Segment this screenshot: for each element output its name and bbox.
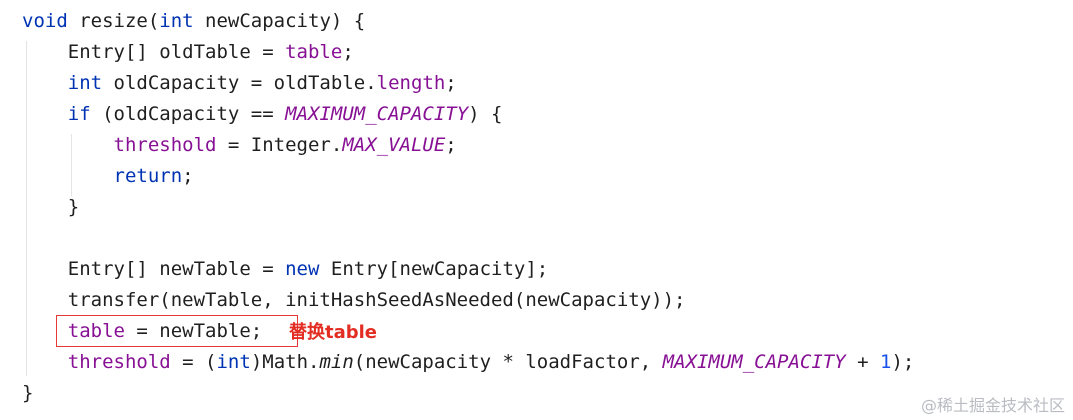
field: threshold — [113, 134, 217, 156]
code-line-2: Entry[] oldTable = table; — [22, 41, 354, 63]
keyword: return — [113, 165, 183, 187]
keyword: int — [67, 72, 103, 94]
field: table — [285, 41, 343, 63]
code-line-12: threshold = (int)Math.min(newCapacity * … — [67, 351, 915, 373]
code-line-13: } — [22, 382, 34, 404]
code-line-10: transfer(newTable, initHashSeedAsNeeded(… — [22, 289, 686, 311]
code-line-7: } — [22, 196, 80, 218]
keyword: if — [67, 103, 91, 125]
keyword: new — [285, 258, 320, 280]
keyword: void — [22, 10, 68, 32]
constant: MAXIMUM_CAPACITY — [662, 351, 846, 373]
field: threshold — [67, 351, 171, 373]
code-line-4: if (oldCapacity == MAXIMUM_CAPACITY) { — [67, 103, 503, 125]
watermark: @稀土掘金技术社区 — [920, 396, 1065, 415]
keyword: int — [216, 351, 251, 373]
code-line-5: threshold = Integer.MAX_VALUE; — [113, 134, 457, 156]
code-line-8 — [22, 223, 1073, 254]
method-static: min — [319, 351, 354, 373]
code-area[interactable]: void resize(int newCapacity) { Entry[] o… — [22, 6, 1073, 409]
field: table — [67, 320, 125, 342]
field: length — [376, 72, 446, 94]
code-line-3: int oldCapacity = oldTable.length; — [67, 72, 457, 94]
code-line-6: return; — [113, 165, 194, 187]
constant: MAX_VALUE — [342, 134, 446, 156]
constant: MAXIMUM_CAPACITY — [285, 103, 469, 125]
indent-guide — [71, 134, 72, 196]
highlight-box — [56, 315, 298, 347]
code-line-9: Entry[] newTable = new Entry[newCapacity… — [22, 258, 549, 280]
indent-guide — [26, 41, 27, 376]
keyword: int — [159, 10, 194, 32]
code-line-11: table = newTable; — [67, 320, 263, 342]
number-literal: 1 — [880, 351, 892, 373]
code-line-1: void resize(int newCapacity) { — [22, 10, 366, 32]
annotation-label: 替换table — [289, 322, 378, 343]
